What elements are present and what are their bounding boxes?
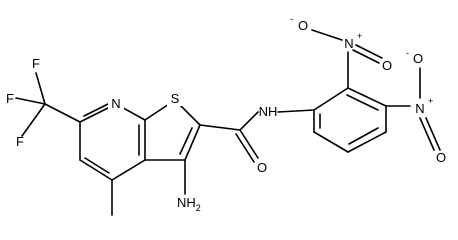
carbonyl-oxygen-label: O — [257, 160, 267, 175]
nitro2-nitrogen-charge: + — [428, 96, 433, 106]
structure-canvas: F F F N S NH O NH2 N + - O O N + - O O — [6, 14, 447, 216]
fluorine-top-label: F — [32, 56, 40, 71]
ring-sulfur-label: S — [171, 91, 180, 106]
bond-layer — [15, 29, 441, 216]
molecule-drawing: F F F N S NH O NH2 N + - O O N + - O O — [6, 14, 446, 216]
nitro2-nitrogen-label: N — [415, 101, 424, 116]
nitro1-oxygen-top-label: O — [298, 18, 308, 33]
amino-group-label: NH2 — [177, 195, 201, 213]
fluorine-left-label: F — [6, 91, 14, 106]
amino-subscript: 2 — [196, 203, 201, 213]
nitro2-oxygen-top-label: O — [413, 51, 423, 66]
nitro2-oxygen-bottom-label: O — [436, 150, 446, 165]
nitro1-nitrogen-label: N — [344, 36, 353, 51]
amino-nh: NH — [177, 195, 196, 210]
atom-label-layer: F F F N S NH O NH2 N + - O O N + - O O — [6, 14, 446, 213]
ring-nitrogen-mask — [108, 95, 124, 111]
amide-nh-label: NH — [259, 104, 278, 119]
nitro2-oxygen-top-charge: - — [406, 48, 409, 58]
nitro1-nitrogen-charge: + — [357, 31, 362, 41]
ring-nitrogen-label: N — [111, 96, 120, 111]
fluorine-bottom-label: F — [16, 134, 24, 149]
nitro1-oxygen-right-label: O — [382, 58, 392, 73]
ring-sulfur-mask — [167, 90, 183, 106]
nitro1-oxygen-top-charge: - — [290, 14, 293, 24]
